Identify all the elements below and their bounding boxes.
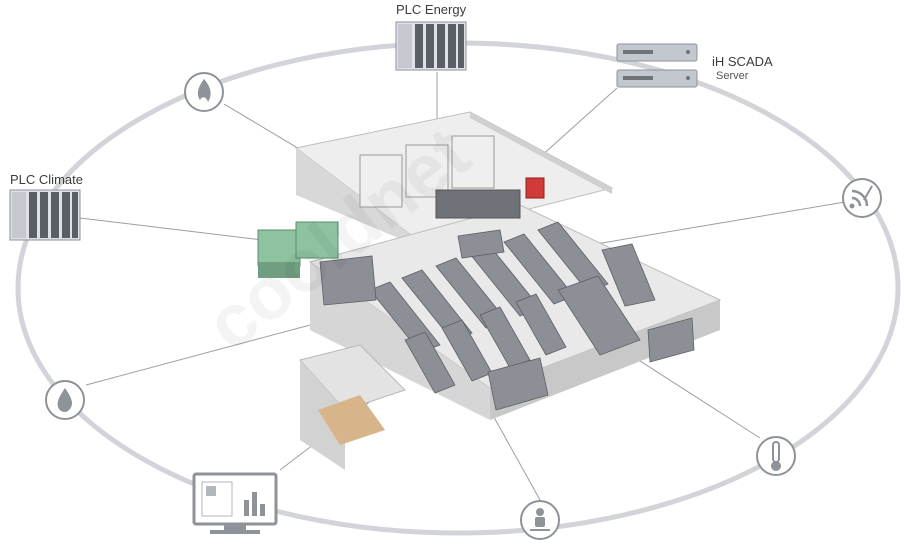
thermometer-icon: [756, 436, 796, 476]
monitor-dashboard-icon: [192, 472, 278, 534]
scada-title-label: iH SCADA: [712, 54, 773, 69]
scada-subtitle-label: Server: [716, 70, 749, 82]
wifi-signal-icon: [842, 178, 882, 218]
person-sensor-icon: [520, 500, 560, 540]
plc-climate-label: PLC Climate: [10, 172, 83, 187]
fire-icon: [184, 72, 224, 112]
plc-energy-unit: [395, 21, 467, 71]
power-equipment: [359, 135, 545, 219]
plc-climate-unit: [9, 189, 81, 241]
cooling-units: [257, 221, 339, 278]
server-cabinets: [319, 221, 695, 411]
plc-energy-label: PLC Energy: [396, 2, 467, 17]
water-drop-icon: [45, 380, 85, 420]
scada-server-icon: [616, 43, 698, 88]
